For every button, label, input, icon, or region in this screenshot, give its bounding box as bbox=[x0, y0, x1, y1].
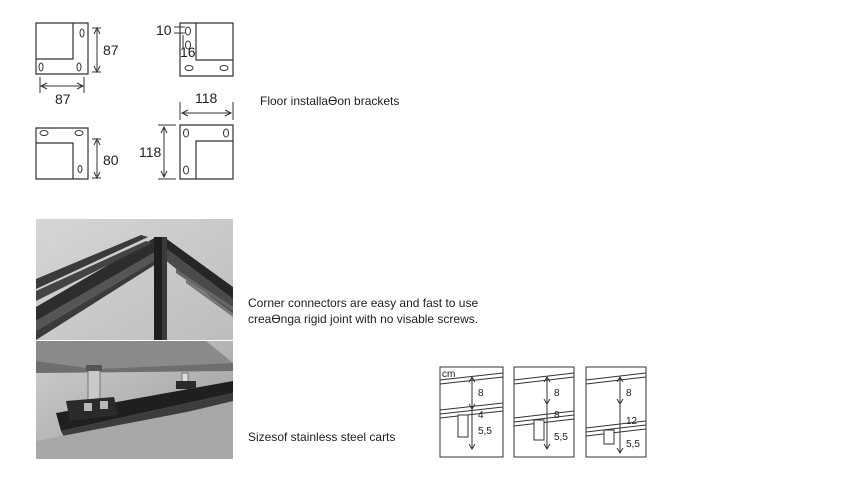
cart-diagrams: cm 8 4 5,5 8 8 5,5 bbox=[439, 366, 647, 458]
connectors-caption-line2: creaϴnga rigid joint with no visable scr… bbox=[248, 312, 479, 326]
b2-offset-label: 10 bbox=[156, 22, 172, 38]
d3-top: 8 bbox=[626, 388, 632, 399]
d2-top: 8 bbox=[554, 388, 560, 399]
b4-height-label: 118 bbox=[139, 144, 162, 160]
cart-diagram-1: cm 8 4 5,5 bbox=[439, 366, 504, 458]
bracket-2: 10 16 bbox=[156, 22, 234, 77]
d2-bottom: 5,5 bbox=[554, 432, 568, 443]
bracket-4: 118 118 bbox=[139, 90, 234, 180]
corner-connector-photo bbox=[36, 219, 233, 340]
cart-diagram-3: 8 12 5,5 bbox=[585, 366, 647, 458]
d1-mid: 4 bbox=[478, 410, 484, 421]
b3-height-label: 80 bbox=[103, 152, 119, 168]
b2-inner-label: 16 bbox=[180, 44, 196, 60]
steel-cart-photo bbox=[36, 341, 233, 459]
bracket-1: 87 87 bbox=[35, 22, 119, 107]
carts-caption: Sizesof stainless steel carts bbox=[248, 430, 396, 444]
b1-height-label: 87 bbox=[103, 42, 119, 58]
d2-mid: 8 bbox=[554, 410, 560, 421]
bracket-3: 80 bbox=[35, 127, 119, 180]
b1-width-label: 87 bbox=[55, 91, 71, 107]
d1-bottom: 5,5 bbox=[478, 426, 492, 437]
b4-width-label: 118 bbox=[195, 90, 218, 106]
cart-diagram-2: 8 8 5,5 bbox=[513, 366, 575, 458]
d3-bottom: 5,5 bbox=[626, 439, 640, 450]
brackets-drawing: 87 87 10 16 80 bbox=[35, 22, 234, 180]
brackets-caption: Floor installaϴon brackets bbox=[260, 94, 400, 108]
d1-top: 8 bbox=[478, 388, 484, 399]
connectors-caption-line1: Corner connectors are easy and fast to u… bbox=[248, 296, 479, 310]
d3-mid: 12 bbox=[626, 416, 638, 427]
unit-label: cm bbox=[442, 369, 455, 380]
